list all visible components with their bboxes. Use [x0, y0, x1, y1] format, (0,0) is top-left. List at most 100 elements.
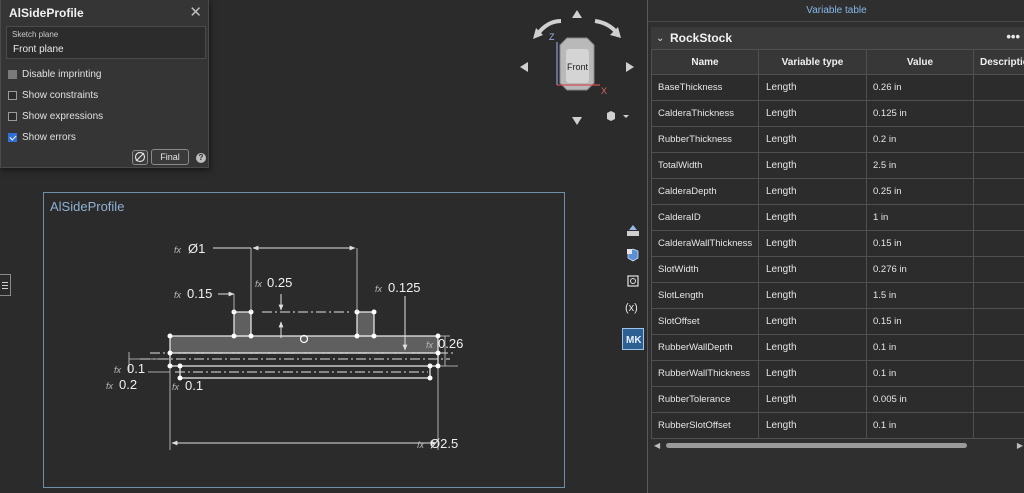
close-icon[interactable]: ✕ [189, 4, 202, 21]
variable-type-cell[interactable]: Length [758, 74, 867, 101]
variable-studio-title-bar[interactable]: ⌄ RockStock ••• [651, 27, 1024, 49]
scroll-left-icon[interactable]: ◀ [654, 441, 661, 450]
unit-icon[interactable]: MK [622, 328, 644, 350]
variable-value-cell[interactable]: 0.1 in [866, 412, 974, 439]
column-header-value[interactable]: Value [866, 49, 974, 75]
variable-value-cell[interactable]: 0.125 in [866, 100, 974, 127]
variable-description-cell[interactable] [973, 178, 1024, 205]
variable-name-cell[interactable]: SlotLength [651, 282, 759, 309]
parts-icon[interactable] [622, 244, 644, 266]
variable-name-cell[interactable]: CalderaThickness [651, 100, 759, 127]
variable-type-cell[interactable]: Length [758, 100, 867, 127]
variable-type-cell[interactable]: Length [758, 230, 867, 257]
sketch-plane-field[interactable]: Sketch plane Front plane [6, 26, 206, 59]
show-constraints-option[interactable]: Show constraints [8, 90, 98, 101]
variable-value-cell[interactable]: 0.1 in [866, 360, 974, 387]
variable-value-cell[interactable]: 0.005 in [866, 386, 974, 413]
variable-name-cell[interactable]: RubberSlotOffset [651, 412, 759, 439]
scrollbar-thumb[interactable] [666, 443, 967, 448]
render-studio-icon[interactable] [622, 219, 644, 241]
variable-type-cell[interactable]: Length [758, 152, 867, 179]
variable-name-cell[interactable]: RubberThickness [651, 126, 759, 153]
variable-description-cell[interactable] [973, 386, 1024, 413]
variable-type-cell[interactable]: Length [758, 360, 867, 387]
variable-description-cell[interactable] [973, 334, 1024, 361]
variable-icon[interactable]: (x) [622, 296, 644, 318]
scroll-right-icon[interactable]: ▶ [1016, 441, 1023, 450]
variable-type-cell[interactable]: Length [758, 412, 867, 439]
variable-name-cell[interactable]: CalderaID [651, 204, 759, 231]
variable-name-cell[interactable]: RubberWallThickness [651, 360, 759, 387]
variable-value-cell[interactable]: 0.25 in [866, 178, 974, 205]
variable-value-cell[interactable]: 0.15 in [866, 230, 974, 257]
column-header-description[interactable]: Description [973, 49, 1024, 75]
sketch-solve-icon[interactable] [132, 149, 148, 165]
variable-value-cell[interactable]: 0.2 in [866, 126, 974, 153]
variable-name-cell[interactable]: SlotWidth [651, 256, 759, 283]
variable-value-cell[interactable]: 0.1 in [866, 334, 974, 361]
feature-list-toggle[interactable] [0, 274, 11, 296]
variable-description-cell[interactable] [973, 100, 1024, 127]
variable-description-cell[interactable] [973, 74, 1024, 101]
variable-value-cell[interactable]: 0.276 in [866, 256, 974, 283]
variable-type-cell[interactable]: Length [758, 386, 867, 413]
variable-type-cell[interactable]: Length [758, 204, 867, 231]
variable-type-cell[interactable]: Length [758, 178, 867, 205]
show-errors-checkbox[interactable] [8, 133, 17, 142]
variable-description-cell[interactable] [973, 204, 1024, 231]
sketch-area[interactable]: AlSideProfile [43, 192, 565, 488]
variable-description-cell[interactable] [973, 256, 1024, 283]
variable-name-cell[interactable]: SlotOffset [651, 308, 759, 335]
column-header-type[interactable]: Variable type [758, 49, 867, 75]
variable-description-cell[interactable] [973, 126, 1024, 153]
more-options-icon[interactable]: ••• [1006, 29, 1020, 44]
chevron-down-icon[interactable]: ⌄ [656, 32, 665, 44]
show-constraints-checkbox[interactable] [8, 91, 17, 100]
view-cube[interactable]: Front Z X [515, 5, 640, 130]
variable-name-cell[interactable]: CalderaDepth [651, 178, 759, 205]
variable-value-cell[interactable]: 1 in [866, 204, 974, 231]
variable-description-cell[interactable] [973, 152, 1024, 179]
assembly-icon[interactable] [622, 270, 644, 292]
horizontal-scrollbar[interactable]: ◀ ▶ [652, 440, 1024, 450]
variable-value-cell[interactable]: 0.15 in [866, 308, 974, 335]
variable-description-cell[interactable] [973, 308, 1024, 335]
variable-name-cell[interactable]: TotalWidth [651, 152, 759, 179]
final-button[interactable]: Final [151, 149, 189, 165]
variable-name-cell[interactable]: CalderaWallThickness [651, 230, 759, 257]
variable-value-cell[interactable]: 2.5 in [866, 152, 974, 179]
disable-imprinting-checkbox[interactable] [8, 70, 17, 79]
variable-type-cell[interactable]: Length [758, 282, 867, 309]
variable-type-cell[interactable]: Length [758, 334, 867, 361]
variable-value-cell[interactable]: 0.26 in [866, 74, 974, 101]
variable-type-cell[interactable]: Length [758, 126, 867, 153]
column-header-name[interactable]: Name [651, 49, 759, 75]
variable-value-cell[interactable]: 1.5 in [866, 282, 974, 309]
show-expressions-checkbox[interactable] [8, 112, 17, 121]
variable-type-cell[interactable]: Length [758, 308, 867, 335]
variable-name-cell[interactable]: RubberWallDepth [651, 334, 759, 361]
variable-type-cell[interactable]: Length [758, 256, 867, 283]
variable-name-cell[interactable]: RubberTolerance [651, 386, 759, 413]
help-icon[interactable]: ? [196, 153, 206, 163]
show-errors-option[interactable]: Show errors [8, 132, 76, 143]
variable-description-cell[interactable] [973, 360, 1024, 387]
variable-name-cell[interactable]: BaseThickness [651, 74, 759, 101]
disable-imprinting-option[interactable]: Disable imprinting [8, 69, 101, 80]
variable-description-cell[interactable] [973, 230, 1024, 257]
variable-description-cell[interactable] [973, 412, 1024, 439]
